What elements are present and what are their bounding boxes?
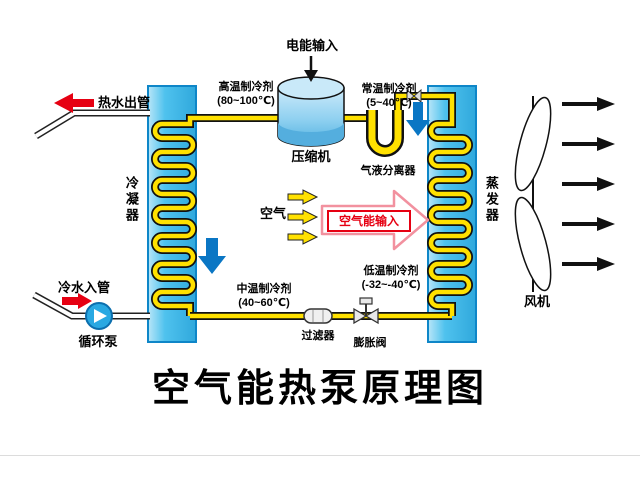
condenser-coil (152, 115, 278, 316)
airflow-arrow-2 (597, 137, 615, 151)
airflow-arrow-4 (597, 217, 615, 231)
mid-temp-refrigerant-label: 中温制冷剂 (40~60℃) (220, 282, 308, 311)
fan-blade-top (514, 96, 552, 192)
separator-label: 气液分离器 (360, 165, 416, 177)
fan-blade-bottom (514, 196, 552, 292)
flow-down-arrow-left (198, 238, 226, 274)
airflow-arrow-1 (597, 97, 615, 111)
air-arrow-3 (287, 229, 319, 245)
low-temp-line1: 低温制冷剂 (363, 265, 419, 277)
diagram-title: 空气能热泵原理图 (151, 368, 488, 410)
filter-body (303, 308, 333, 324)
cold-water-in-label: 冷水入管 (57, 280, 110, 295)
high-temp-line1: 高温制冷剂 (218, 81, 274, 93)
hot-water-pipe-core (34, 111, 150, 138)
high-temp-line2: (80~100℃) (217, 95, 275, 108)
air-arrow-1 (287, 189, 319, 205)
hot-water-out-label: 热水出管 (97, 95, 150, 110)
airflow-arrow-3 (597, 177, 615, 191)
compressor-body (277, 76, 345, 147)
air-energy-input-label: 空气能输入 (327, 210, 411, 232)
airflow-arrow-5 (597, 257, 615, 271)
air-arrow-2 (287, 209, 319, 225)
high-temp-refrigerant-label: 高温制冷剂 (80~100℃) (206, 80, 286, 109)
cold-water-arrow (62, 293, 92, 309)
evaporator-column (427, 85, 477, 343)
gas-liquid-separator (368, 110, 402, 155)
normal-temp-line1: 常温制冷剂 (361, 83, 417, 95)
fan-blades (514, 96, 552, 292)
air-label: 空气 (259, 206, 286, 221)
electric-input-arrow (304, 56, 318, 82)
evaporator-coil (395, 93, 472, 316)
low-temp-refrigerant-label: 低温制冷剂 (-32~-40℃) (346, 264, 436, 293)
electric-input-label: 电能输入 (285, 38, 338, 53)
hot-water-arrow (54, 93, 94, 113)
cold-water-pipe-core (33, 293, 150, 318)
service-valve (406, 88, 422, 104)
fan-label: 风机 (523, 294, 550, 309)
flow-down-arrow-right (406, 102, 430, 136)
expansion-valve-label: 膨胀阀 (353, 337, 387, 349)
mid-temp-line2: (40~60℃) (238, 297, 290, 310)
compressor-label: 压缩机 (291, 149, 331, 164)
bottom-rule (0, 455, 640, 456)
circulation-pump-label: 循环泵 (78, 334, 118, 349)
normal-temp-refrigerant-label: 常温制冷剂 (5~40℃) (350, 82, 428, 111)
normal-temp-line2: (5~40℃) (366, 97, 412, 110)
refrigerant-circuit (151, 92, 473, 320)
pump-rotor-icon (94, 309, 107, 323)
condenser-label: 冷凝器 (123, 176, 139, 224)
airflow-arrows (562, 97, 615, 271)
mid-temp-line1: 中温制冷剂 (236, 283, 292, 295)
evaporator-label: 蒸发器 (483, 176, 499, 224)
filter-label: 过滤器 (301, 330, 335, 342)
expansion-valve-body (353, 297, 379, 325)
circulation-pump-body (85, 302, 113, 330)
compressor-band (278, 122, 344, 146)
low-temp-line2: (-32~-40℃) (361, 279, 421, 292)
